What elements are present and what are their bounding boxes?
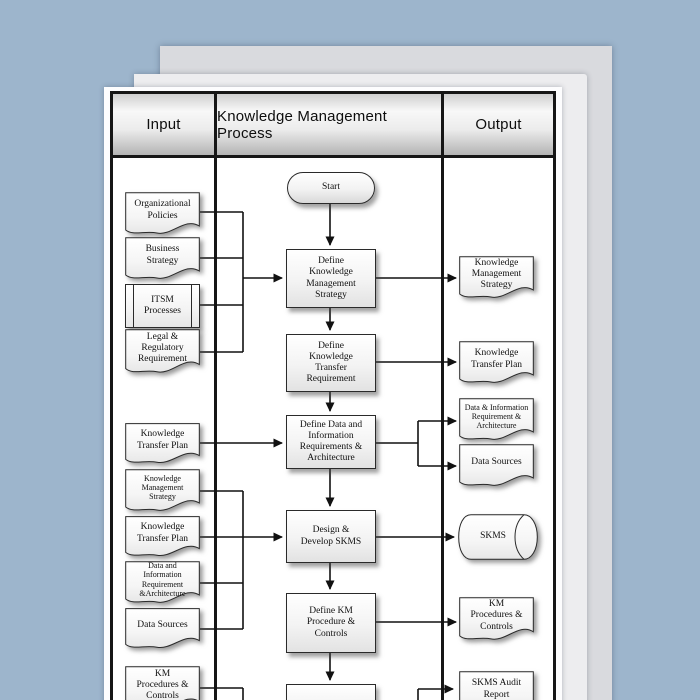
shape-outline [125, 329, 200, 377]
shape-outline [125, 608, 200, 652]
output-doc-km-procedures-controls: KM Procedures & Controls [459, 597, 534, 644]
shape-label: Knowledge Transfer Plan [136, 429, 189, 451]
input-doc-data-information-requirement-architecture: Data and Information Requirement &Archit… [125, 561, 200, 607]
shape-outline [459, 256, 534, 302]
output-cylinder-skms: SKMS [458, 514, 538, 560]
input-doc-organizational-policies: Organizational Policies [125, 192, 200, 238]
shape-label [287, 685, 375, 700]
table-header-row [113, 94, 553, 158]
shape-outline [459, 398, 534, 444]
output-doc-knowledge-management-strategy: Knowledge Management Strategy [459, 256, 534, 302]
shape-outline [459, 341, 534, 387]
shape-outline [459, 671, 534, 700]
column-divider-left [214, 94, 217, 700]
process-box-cutoff [286, 684, 376, 700]
shape-outline [125, 469, 200, 515]
input-doc-legal-regulatory-requirement: Legal & Regulatory Requirement [125, 329, 200, 377]
shape-label: Organizational Policies [134, 199, 191, 221]
input-doc-knowledge-transfer-plan: Knowledge Transfer Plan [125, 423, 200, 467]
shape-label: ITSM Processes [144, 294, 181, 316]
input-doc-km-procedures-controls: KM Procedures & Controls [125, 666, 200, 700]
shape-label: Data Sources [137, 619, 188, 630]
column-divider-right [441, 94, 444, 700]
header-input: Input [146, 116, 181, 133]
shape-outline [125, 237, 200, 283]
shape-label: Knowledge Management Strategy [471, 257, 522, 291]
output-doc-skms-audit-report: SKMS Audit Report [459, 671, 534, 700]
shape-outline [125, 561, 200, 607]
shape-label: Define Knowledge Management Strategy [306, 256, 356, 300]
shape-outline [125, 192, 200, 238]
shape-label: Define Knowledge Transfer Requirement [306, 340, 356, 385]
input-doc-business-strategy: Business Strategy [125, 237, 200, 283]
shape-label: Data & Information Requirement & Archite… [464, 402, 529, 431]
input-doc-knowledge-management-strategy: Knowledge Management Strategy [125, 469, 200, 515]
shape-label: Define KM Procedure & Controls [306, 606, 356, 639]
process-terminator-start: Start [287, 172, 375, 204]
shape-outline [125, 516, 200, 560]
shape-label: SKMS [480, 531, 506, 542]
input-doc-knowledge-transfer-plan-2: Knowledge Transfer Plan [125, 516, 200, 560]
input-doc-data-sources: Data Sources [125, 608, 200, 652]
shape-outline [458, 514, 538, 560]
shape-label: Knowledge Management Strategy [141, 473, 184, 502]
process-box-define-knowledge-transfer-requirement: Define Knowledge Transfer Requirement [286, 334, 376, 392]
shape-label: Knowledge Transfer Plan [470, 348, 523, 370]
input-predefined-itsm-processes: ITSM Processes [125, 284, 200, 328]
shape-label: Start [322, 182, 340, 193]
header-output: Output [475, 116, 522, 133]
shape-label: SKMS Audit Report [471, 678, 522, 700]
shape-label: Legal & Regulatory Requirement [137, 331, 188, 365]
shape-label: Data Sources [471, 456, 522, 467]
shape-label: Business Strategy [145, 244, 180, 266]
shape-label: Knowledge Transfer Plan [136, 522, 189, 544]
shape-label: Data and Information Requirement &Archit… [139, 561, 186, 598]
shape-outline [459, 444, 534, 490]
process-box-define-km-strategy: Define Knowledge Management Strategy [286, 249, 376, 308]
shape-label: KM Procedures & Controls [470, 599, 523, 632]
process-box-define-km-procedure-controls: Define KM Procedure & Controls [286, 593, 376, 653]
process-box-design-develop-skms: Design & Develop SKMS [286, 510, 376, 563]
shape-label: Design & Develop SKMS [300, 525, 362, 547]
shape-label: KM Procedures & Controls [136, 668, 189, 700]
output-doc-data-sources: Data Sources [459, 444, 534, 490]
header-process: Knowledge Management Process [217, 107, 387, 142]
shape-outline [125, 423, 200, 467]
output-doc-knowledge-transfer-plan: Knowledge Transfer Plan [459, 341, 534, 387]
shape-label: Define Data and Information Requirements… [299, 419, 363, 464]
process-box-define-data-information-requirements: Define Data and Information Requirements… [286, 415, 376, 469]
shape-outline [459, 597, 534, 644]
output-doc-data-information-requirement-architecture: Data & Information Requirement & Archite… [459, 398, 534, 444]
